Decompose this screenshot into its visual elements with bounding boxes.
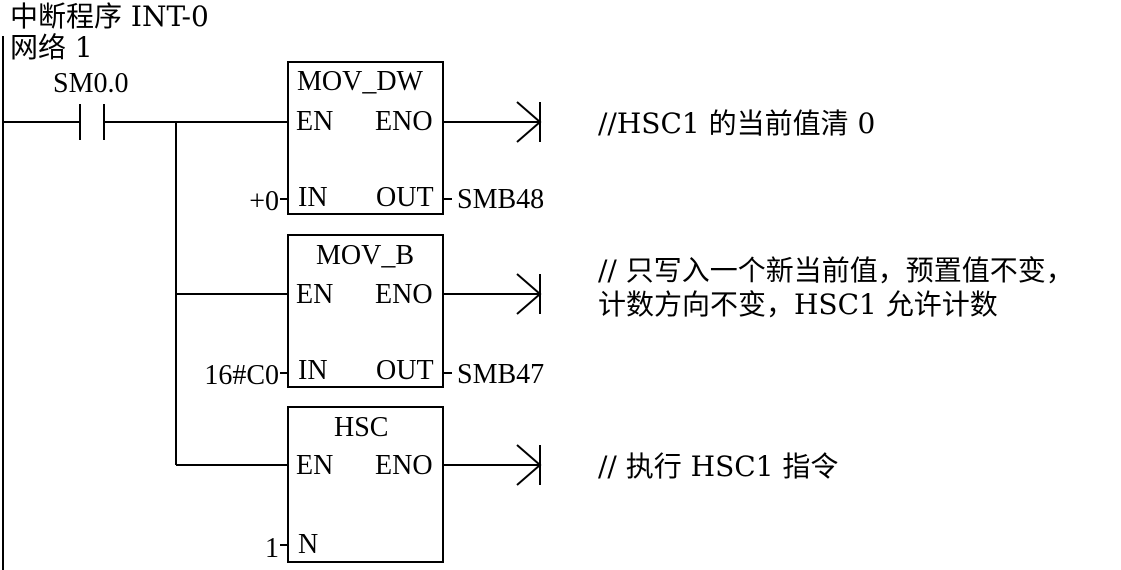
n-pin: N [298,529,319,560]
eno-pin: ENO [375,106,433,137]
block-mov-b-box [287,234,444,388]
comment-line: // 执行 HSC1 指令 [598,450,839,483]
in-pin: IN [298,355,328,386]
eno-pin: ENO [375,279,433,310]
block-hsc-box [287,406,444,563]
eno-output-1 [443,101,542,143]
en-pin: EN [296,106,334,137]
output-value: SMB47 [457,359,545,390]
block-title: MOV_DW [297,66,423,97]
comment-line: // 只写入一个新当前值，预置值不变， [598,254,1074,287]
eno-output-3 [443,444,542,486]
en-pin: EN [296,450,334,481]
en-pin: EN [296,279,334,310]
input-value: 1 [265,533,279,564]
in-pin: IN [298,182,328,213]
out-pin: OUT [376,355,434,386]
comment-line: //HSC1 的当前值清 0 [598,107,876,140]
input-value: +0 [249,186,279,217]
eno-pin: ENO [375,450,433,481]
block-title: HSC [334,412,389,443]
block-mov-dw-box [287,61,444,215]
input-value: 16#C0 [204,360,279,391]
comment-line: 计数方向不变，HSC1 允许计数 [598,288,998,321]
out-pin: OUT [376,182,434,213]
network-label: 网络 1 [10,31,93,64]
contact-label: SM0.0 [53,68,129,99]
output-value: SMB48 [457,184,545,215]
program-title: 中断程序 INT-0 [10,0,209,33]
eno-output-2 [443,273,542,315]
block-title: MOV_B [316,240,415,271]
contact-sm0-0 [79,104,105,140]
